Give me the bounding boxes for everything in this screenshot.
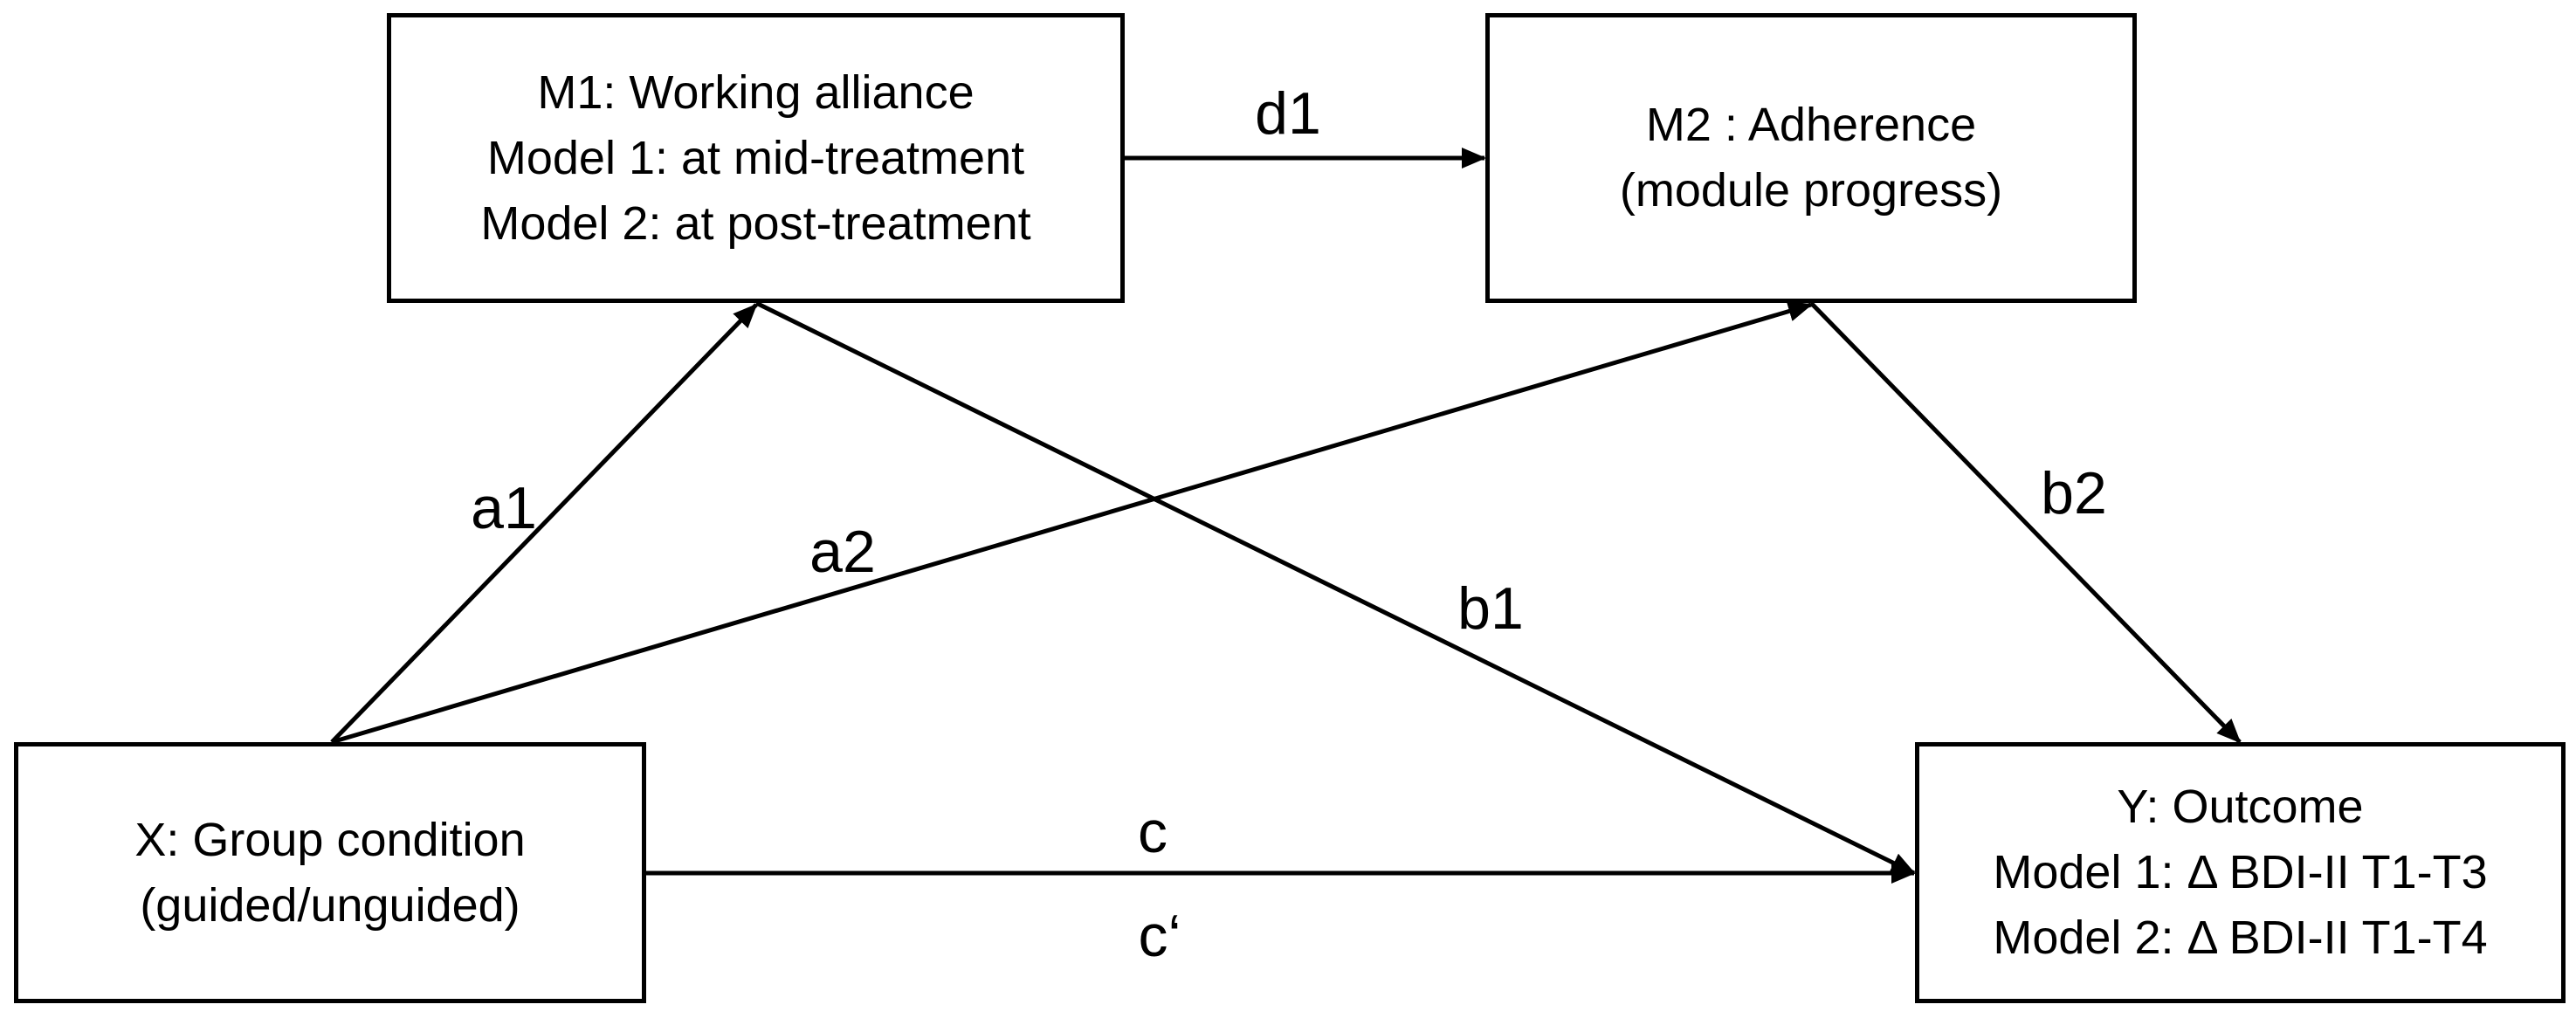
node-m1-line-3: Model 2: at post-treatment (480, 196, 1031, 250)
node-m2-line-1: M2 : Adherence (1645, 99, 1977, 151)
arrow-a1 (330, 303, 758, 744)
path-label-c: c (1138, 799, 1167, 865)
node-m2-adherence: M2 : Adherence (module progress) (1485, 13, 2137, 303)
node-y-outcome: Y: Outcome Model 1: Δ BDI-II T1-T3 Model… (1915, 742, 2566, 1003)
path-label-a1: a1 (471, 475, 537, 541)
node-m2-line-2: (module progress) (1619, 164, 2003, 217)
node-x-group-condition: X: Group condition (guided/unguided) (14, 742, 646, 1003)
path-label-d1: d1 (1255, 80, 1321, 147)
node-y-line-1: Y: Outcome (2117, 781, 2364, 833)
path-label-b2: b2 (2041, 460, 2107, 526)
path-label-a2: a2 (809, 519, 876, 585)
arrow-b2 (1809, 301, 2242, 744)
arrow-b1 (754, 300, 1916, 876)
arrow-a2 (331, 300, 1813, 745)
node-m1-working-alliance: M1: Working alliance Model 1: at mid-tre… (387, 13, 1125, 303)
node-x-line-2: (guided/unguided) (140, 878, 520, 932)
node-y-line-2: Model 1: Δ BDI-II T1-T3 (1993, 846, 2488, 898)
node-x-line-1: X: Group condition (134, 813, 526, 866)
node-m1-line-2: Model 1: at mid-treatment (486, 131, 1025, 184)
node-m1-line-1: M1: Working alliance (537, 65, 975, 119)
path-label-c-prime: c‘ (1138, 903, 1181, 969)
node-y-line-3: Model 2: Δ BDI-II T1-T4 (1993, 912, 2488, 964)
path-label-b1: b1 (1457, 575, 1524, 642)
